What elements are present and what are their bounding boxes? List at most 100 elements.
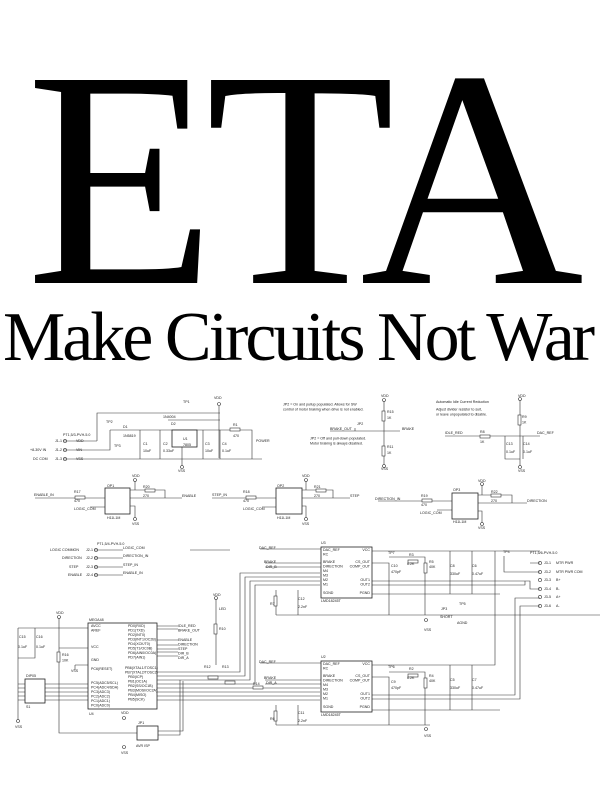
schematic-label: PB5(SCK): [128, 698, 145, 702]
schematic-label: BRAKE_OUT: [178, 629, 201, 633]
schematic-label: MTR PWR: [556, 561, 574, 565]
resistor: [381, 445, 386, 457]
schematic-label: R21: [314, 485, 321, 489]
schematic-label: PB2(SS/OC1B): [128, 684, 153, 688]
schematic-label: J2-3: [86, 565, 93, 569]
schematic-label: JP3: [441, 607, 447, 611]
schematic-label: JP1: [138, 721, 144, 725]
schematic-label: J3-6: [544, 604, 551, 608]
schematic-label: VDD: [76, 439, 84, 443]
schematic-label: 1K: [480, 440, 485, 444]
schematic-label: VSS: [478, 526, 486, 530]
schematic-label: VDD: [56, 611, 64, 615]
schematic-label: PD5(T1/OC0B): [128, 647, 152, 651]
schematic-label: 0.1uF: [222, 449, 232, 453]
schematic-label: 470pF: [391, 570, 402, 574]
schematic-label: R3: [409, 553, 414, 557]
schematic-label: LOGIC_COM: [74, 507, 96, 511]
schematic-label: C8: [450, 564, 455, 568]
schematic-label: ENABLE: [182, 494, 197, 498]
schematic-label: R16: [62, 653, 69, 657]
schematic-label: VCC: [91, 645, 99, 649]
schematic-label: BRAKE: [264, 676, 277, 680]
schematic-label: C7: [472, 678, 477, 682]
schematic-label: J2-2: [86, 556, 93, 560]
schematic-label: R12: [204, 665, 211, 669]
driver-u2: [320, 660, 373, 713]
schematic-label: LED: [219, 607, 226, 611]
schematic-label: R2: [409, 667, 414, 671]
schematic-label: TP2: [106, 420, 113, 424]
schematic-label: PT1,5/3-PVH-5.0: [63, 433, 90, 437]
schematic-label: GND: [91, 658, 99, 662]
schematic-label: PD1(TXD): [128, 629, 145, 633]
schematic-label: OP3: [453, 488, 460, 492]
schematic-label: 10K: [62, 659, 69, 663]
schematic-label: 0.47uF: [472, 686, 484, 690]
resistor: [273, 595, 278, 607]
schematic-label: TP3: [114, 444, 121, 448]
schematic-label: D2: [171, 422, 176, 426]
schematic-label: TP1: [183, 400, 190, 404]
schematic-label: PC5(ADC5/SCL): [91, 681, 118, 685]
driver-pin-label: BRAKE: [323, 560, 336, 564]
schematic-label: STEP: [69, 565, 79, 569]
schematic-label: PD7(AIN1): [128, 656, 145, 660]
driver-pin-labels: DAC_REFRCBRAKEDIRECTIONM4M3M2M1SGNDVCCCS…: [323, 548, 371, 709]
schematic-label: PT1,5/4-PVH-5.0: [97, 542, 124, 546]
schematic-label: LOGIC COMMON: [50, 548, 79, 552]
schematic-label: C2: [163, 442, 168, 446]
schematic-label: DIR_A: [178, 656, 189, 660]
microcontroller-u4: [87, 622, 158, 710]
schematic-label: R5: [429, 560, 434, 564]
schematic-label: J3-4: [544, 587, 551, 591]
resistor: [245, 495, 257, 500]
resistor: [213, 623, 218, 635]
schematic-label: AVR ISP: [136, 744, 151, 748]
driver-pin-label: M3: [323, 688, 328, 692]
schematic-label: VSS: [71, 669, 79, 673]
schematic-label: PC2(ADC2): [91, 695, 110, 699]
schematic-label: MEGA48: [89, 618, 104, 622]
resistor: [144, 488, 156, 493]
schematic-label: 40K: [429, 679, 436, 683]
schematic-label: VSS: [381, 467, 389, 471]
schematic-label: MTR PWR COM: [556, 570, 583, 574]
driver-pin-label: DAC_REF: [323, 662, 341, 666]
schematic-label: VDD: [518, 394, 526, 398]
schematic-label: J3-5: [544, 595, 551, 599]
schematic-label: 40K: [429, 565, 436, 569]
schematic-label: C16: [36, 635, 43, 639]
driver-pin-label: DAC_REF: [323, 548, 341, 552]
schematic-label: VDD: [302, 474, 310, 478]
schematic-label: DAC_REF: [259, 660, 277, 664]
schematic-label: PD3(INT1/OC2B): [128, 638, 156, 642]
schematic-label: 0.1uF: [506, 450, 516, 454]
schematic-label: R11: [387, 445, 393, 449]
schematic-label: PD0(RXD): [128, 624, 145, 628]
schematic-label: R15: [387, 410, 394, 414]
schematic-label: JP2 = Off and pull-down populated.: [310, 437, 366, 441]
schematic-label: C15: [19, 635, 26, 639]
resistor: [407, 673, 419, 678]
schematic-label: PD2(INT0): [128, 633, 145, 637]
schematic-label: TP5: [459, 602, 466, 606]
driver-pin-label: OUT1: [360, 692, 370, 696]
schematic-label: VDD: [121, 711, 129, 715]
resistor: [407, 559, 419, 564]
schematic-label: R19: [421, 494, 428, 498]
driver-pin-label: BRAKE: [323, 674, 336, 678]
schematic-label: ENABLE_IN: [123, 571, 143, 575]
schematic-label: R10: [219, 627, 226, 631]
schematic-label: 0.33uF: [163, 449, 175, 453]
schematic-label: PD4(XCK/T0): [128, 642, 150, 646]
schematic-label: C12: [298, 597, 305, 601]
schematic-label: VDD: [132, 474, 140, 478]
schematic-label: R13: [222, 665, 229, 669]
schematic-label: IDLE_RED: [178, 624, 196, 628]
optocoupler-op1: [104, 487, 131, 515]
schematic-label: PB7(XTAL2/TOSC2): [125, 671, 158, 675]
schematic-label: DAC_REF: [259, 546, 277, 550]
schematic-label: R6: [270, 717, 275, 721]
schematic-label: BRAKE_OUT: [330, 427, 353, 431]
